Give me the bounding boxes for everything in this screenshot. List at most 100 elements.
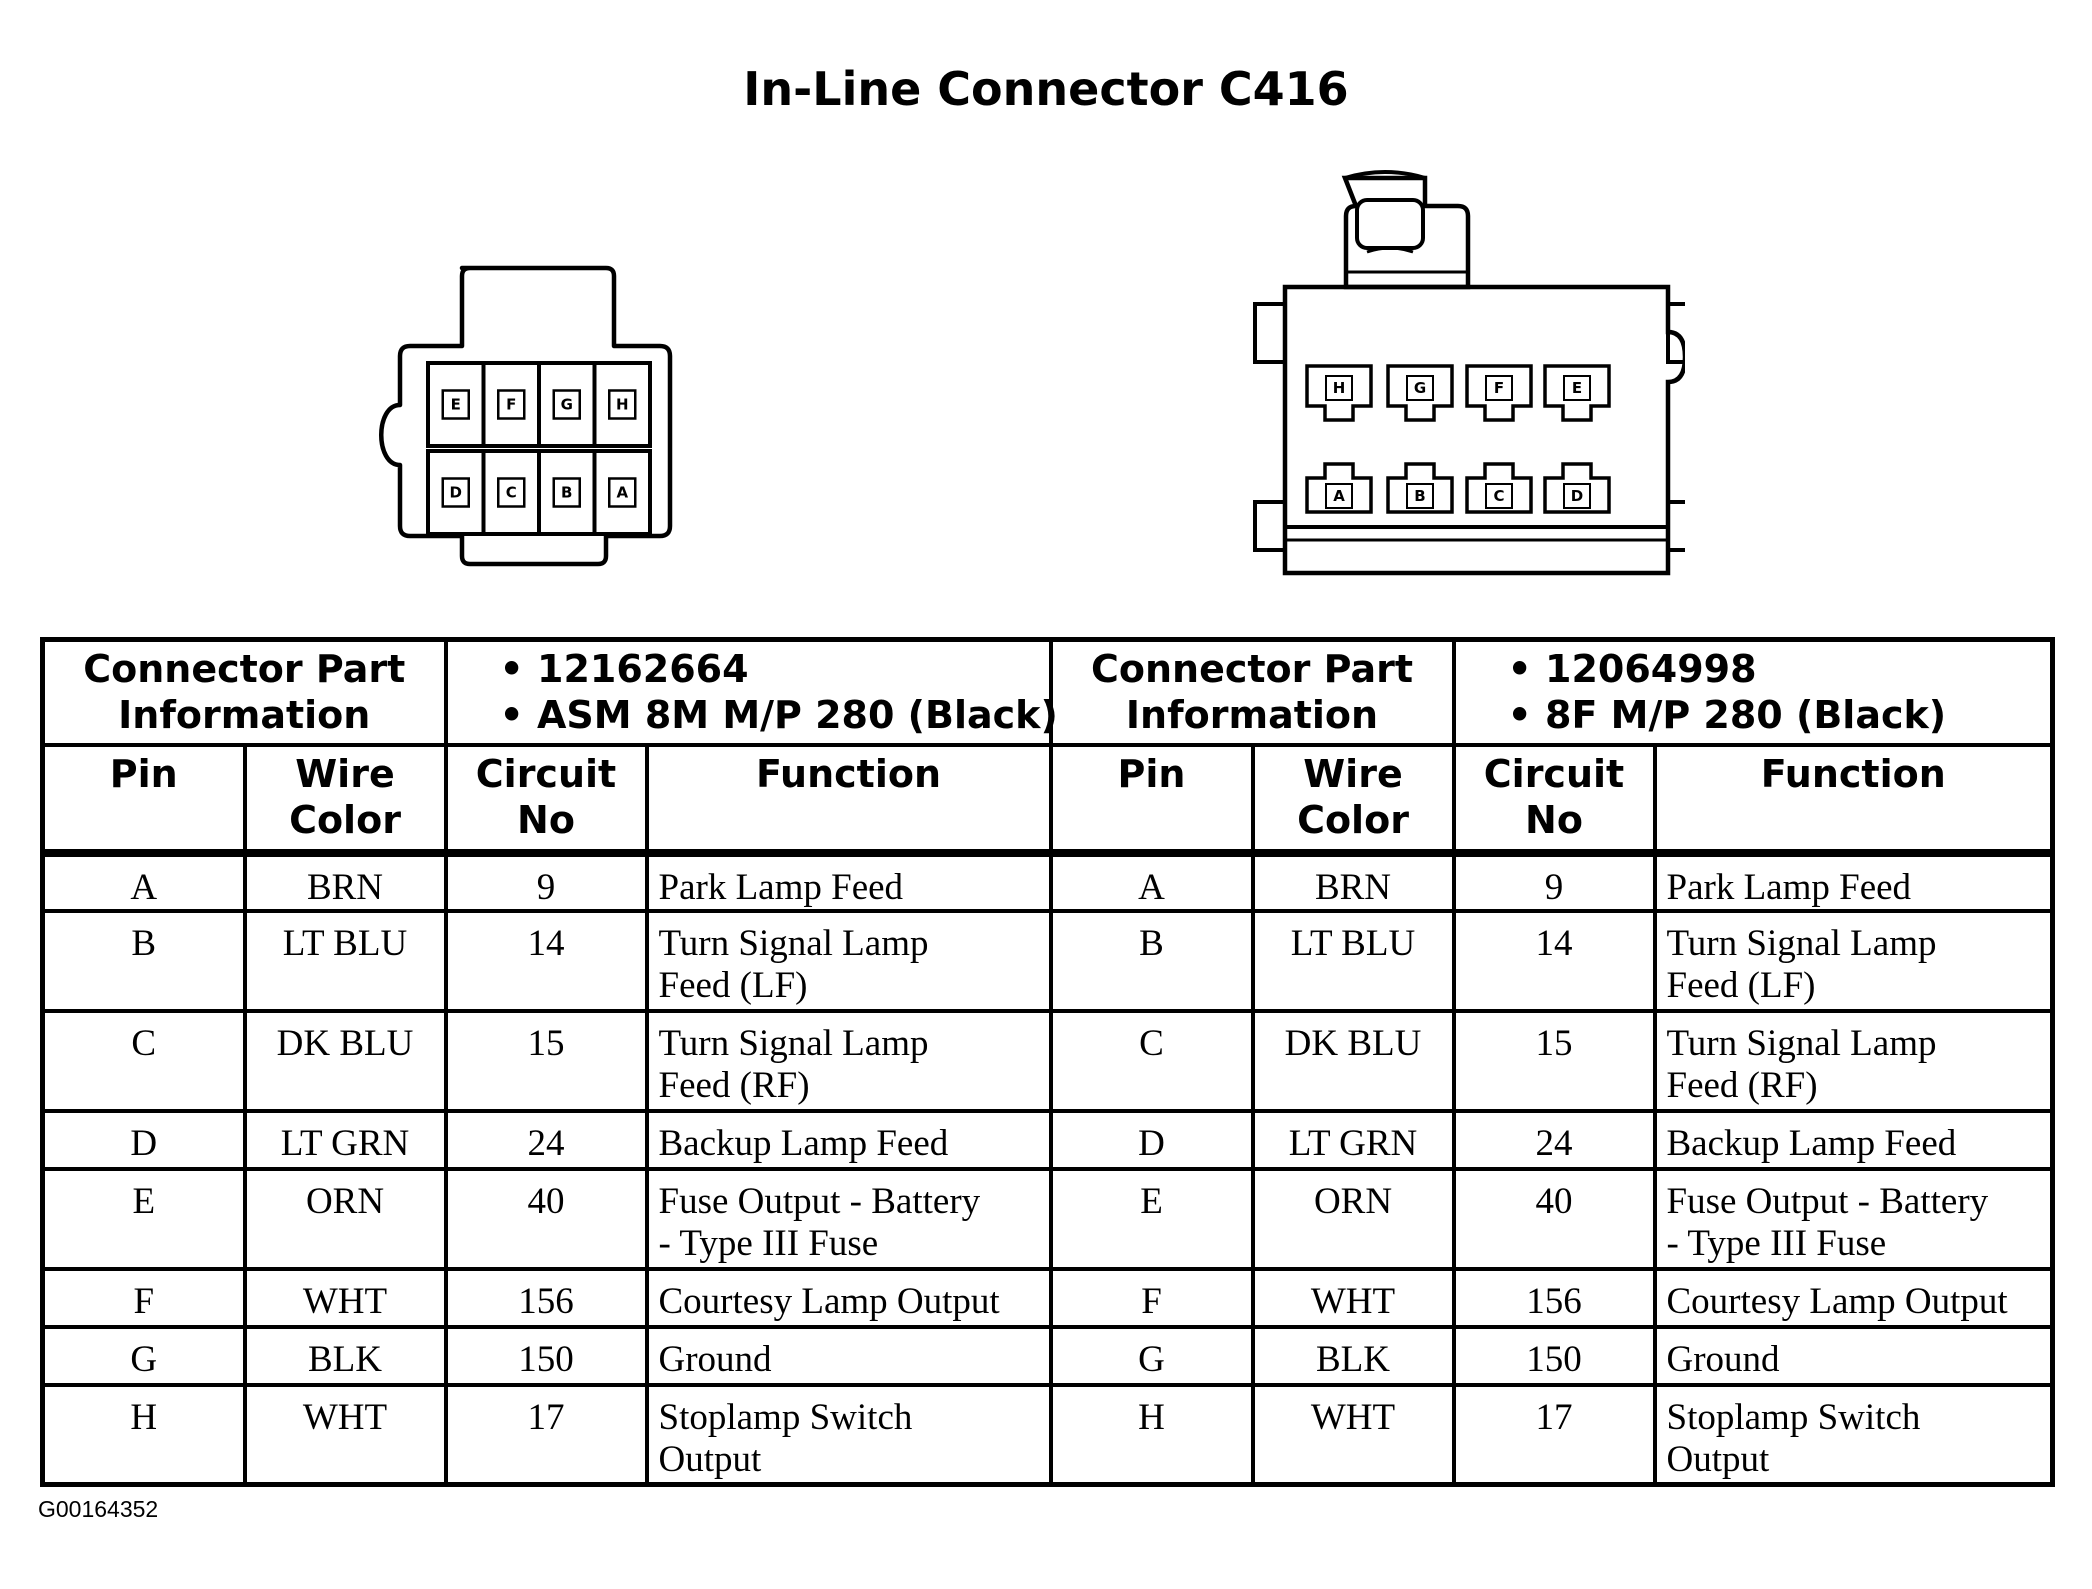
pin-terminal [1485,375,1513,401]
pin-cell: B [1048,908,1255,1013]
pin-cavity [1305,462,1373,514]
part-info-row: Connector Part Information • 12162664 • … [40,637,2055,747]
circuit-number-cell: 24 [443,1108,649,1171]
pin-cell: E [40,1166,247,1271]
function-text: Output [658,1438,762,1480]
pin-cavity [1543,462,1611,514]
header-wire-line1: Wire [295,751,395,796]
circuit-number-cell: 156 [1451,1266,1657,1329]
pin-cell: A [40,850,247,913]
pin-label: E [1572,379,1582,397]
header-function-right: Function [1652,742,2055,857]
pin-label: F [1494,379,1504,397]
wire-color-cell: ORN [1250,1166,1456,1271]
wire-color-cell: BRN [1250,850,1456,913]
header-function-left: Function [644,742,1053,857]
pin-label: E [451,396,461,414]
header-wire-line2: Color [289,797,401,842]
pin-label: D [450,484,462,502]
function-text: Output [1666,1438,1770,1480]
wire-color-cell: WHT [1250,1266,1456,1329]
function-cell: Courtesy Lamp Output [644,1266,1053,1329]
pin-label: A [616,484,628,502]
pin-cell: D [1048,1108,1255,1171]
pin-cavity [1386,462,1454,514]
function-cell: Backup Lamp Feed [1652,1108,2055,1171]
function-text: Turn Signal Lamp [658,922,929,964]
pin-label: C [1493,487,1504,505]
pin-cavity [608,389,637,420]
pin-cell: A [1048,850,1255,913]
wire-color-cell: LT BLU [1250,908,1456,1013]
circuit-number-cell: 15 [443,1008,649,1113]
pin-cell: H [1048,1382,1255,1487]
pin-cavity [497,389,526,420]
pin-label: D [1571,487,1583,505]
function-text: - Type III Fuse [1666,1222,1887,1264]
pin-cell: B [40,908,247,1013]
circuit-number-cell: 40 [443,1166,649,1271]
header-circuit-left: Circuit No [443,742,649,857]
pin-cell: C [1048,1008,1255,1113]
circuit-number-cell: 24 [1451,1108,1657,1171]
circuit-number-cell: 9 [1451,850,1657,913]
part-description-right: • 8F M/P 280 (Black) [1507,693,1947,737]
circuit-number-cell: 156 [443,1266,649,1329]
part-number-left: • 12162664 [499,647,749,691]
page-title: In-Line Connector C416 [743,62,1349,116]
part-info-label-left: Connector Part Information [40,637,448,747]
function-text: Ground [1666,1338,1780,1380]
header-circuit-line2: No [1525,797,1583,842]
function-text: Backup Lamp Feed [1666,1122,1957,1164]
header-pin-right: Pin [1048,742,1255,857]
wire-color-cell: BRN [242,850,448,913]
pin-label: H [1333,379,1346,397]
pin-cell: F [1048,1266,1255,1329]
function-text: Turn Signal Lamp [1666,922,1937,964]
function-text: Fuse Output - Battery [1666,1180,1989,1222]
pin-terminal [1325,483,1353,509]
pin-cavity [552,389,581,420]
header-wire-left: Wire Color [242,742,448,857]
wire-color-cell: LT BLU [242,908,448,1013]
figure-code: G00164352 [38,1496,159,1522]
function-text: Park Lamp Feed [1666,866,1912,908]
function-text: Fuse Output - Battery [658,1180,981,1222]
pin-terminal [1406,483,1434,509]
pin-cavity [1543,364,1611,422]
function-text: Feed (LF) [658,964,808,1006]
pin-cell: H [40,1382,247,1487]
pinout-table: Connector Part Information • 12162664 • … [40,637,2056,1487]
pin-cell: D [40,1108,247,1171]
header-wire-line2: Color [1297,797,1409,842]
part-info-label-line2: Information [118,693,371,737]
column-header-row: Pin Wire Color Circuit No Function Pin W… [40,742,2055,857]
function-cell: Park Lamp Feed [644,850,1053,913]
wire-color-cell: BLK [1250,1324,1456,1387]
function-text: Feed (RF) [1666,1064,1818,1106]
function-cell: Fuse Output - Battery- Type III Fuse [644,1166,1053,1271]
header-wire-line1: Wire [1303,751,1403,796]
part-info-label-line2: Information [1125,693,1379,737]
circuit-number-cell: 150 [1451,1324,1657,1387]
pin-cavity [552,477,581,508]
pin-label: G [561,396,573,414]
function-text: Stoplamp Switch [658,1396,913,1438]
pin-cavity [1305,364,1373,422]
circuit-number-cell: 9 [443,850,649,913]
pin-label: G [1414,379,1426,397]
function-cell: Backup Lamp Feed [644,1108,1053,1171]
circuit-number-cell: 150 [443,1324,649,1387]
